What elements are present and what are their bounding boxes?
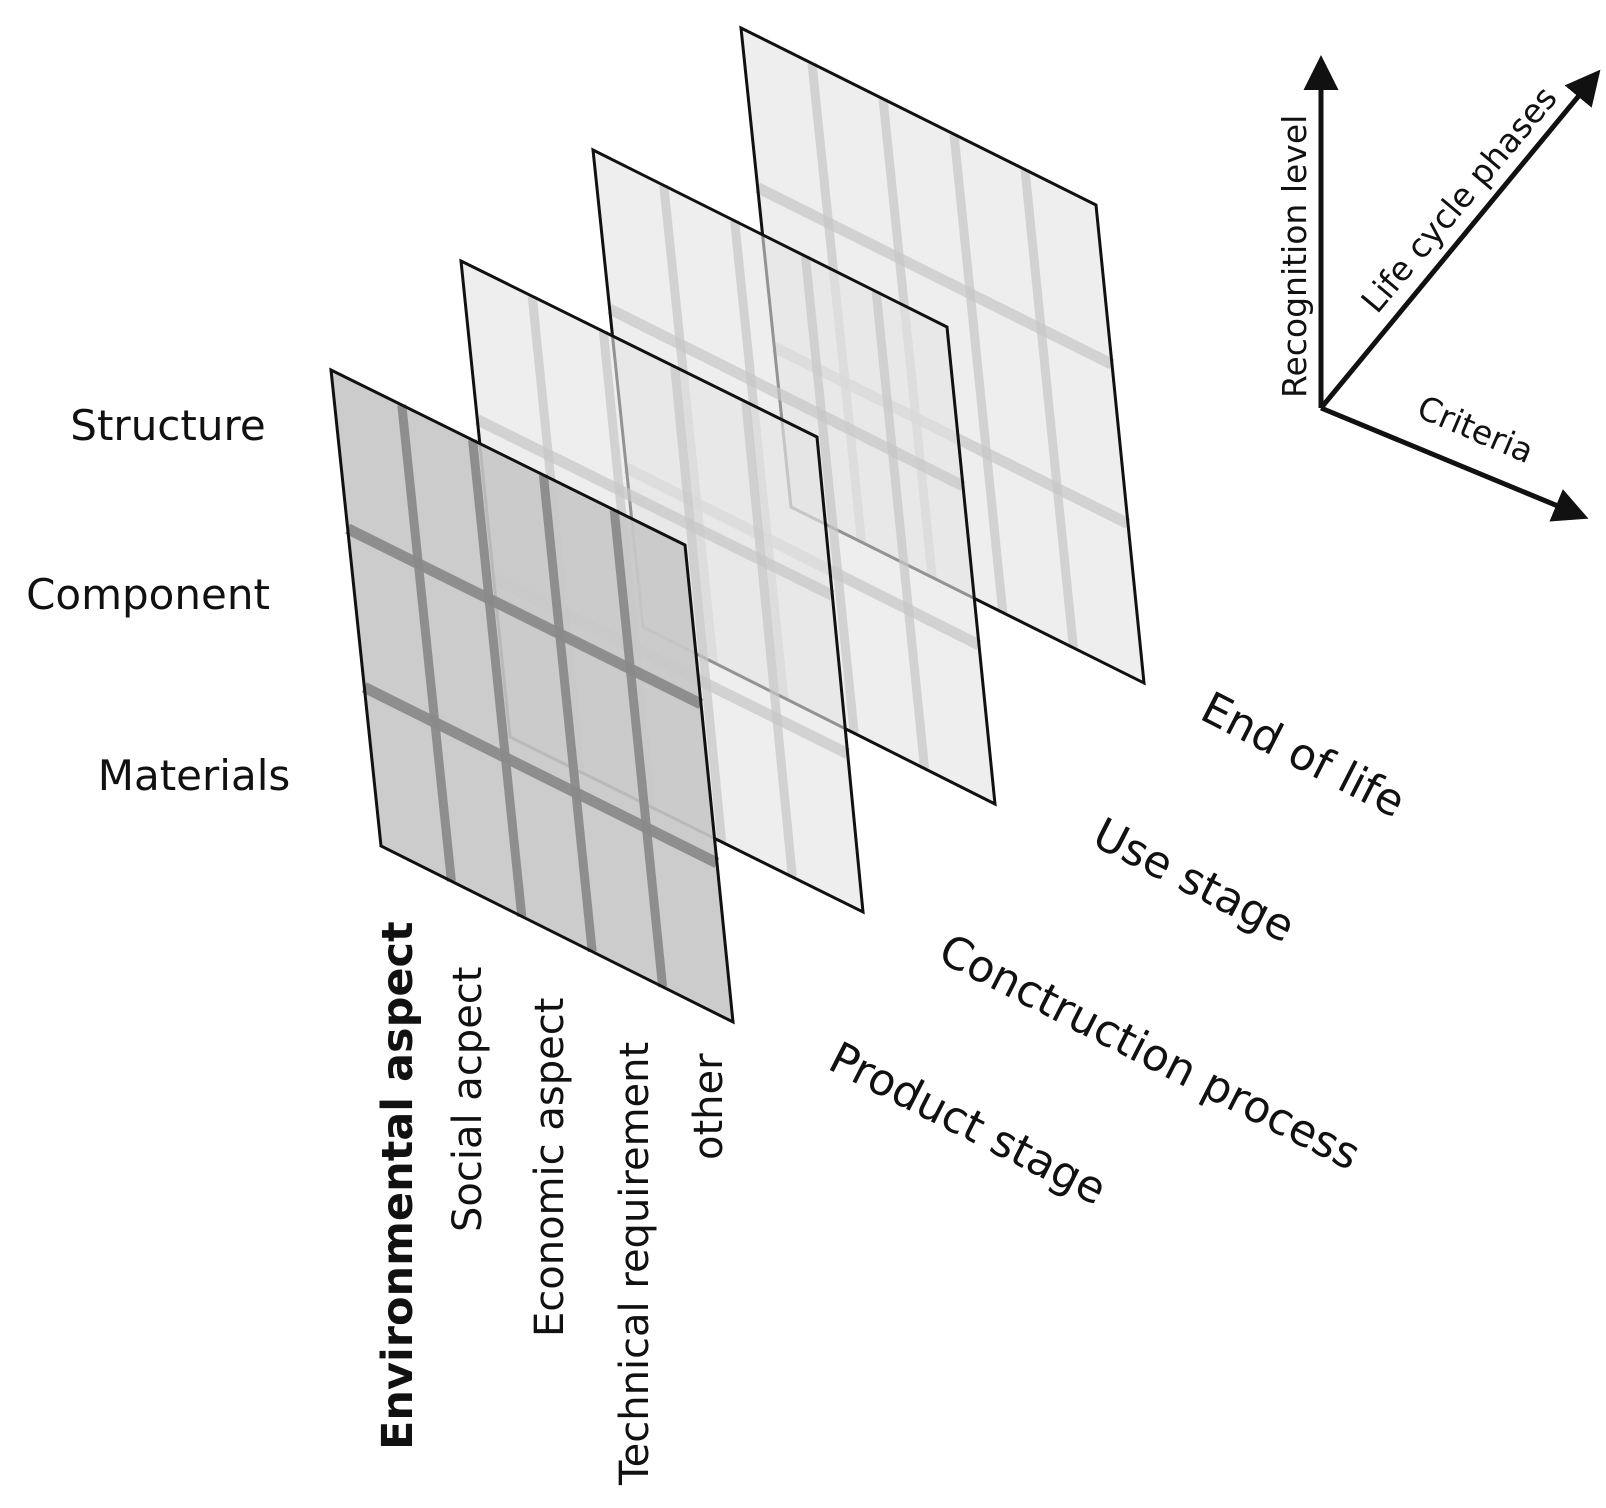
diagonal-axis-arrow bbox=[1319, 69, 1601, 410]
panel-grid-row-line bbox=[607, 304, 966, 491]
criteria-label-economic: Economic aspect bbox=[527, 998, 573, 1337]
panel-grid-row-line bbox=[755, 182, 1115, 370]
criteria-label-social: Social acpect bbox=[445, 967, 491, 1233]
panel-grid-row-line bbox=[345, 523, 704, 709]
phase-label-end-of-life: End of life bbox=[1193, 682, 1413, 828]
level-label-component: Component bbox=[26, 570, 270, 619]
panel-grid-column-line bbox=[800, 255, 859, 734]
panel-grid-column-line bbox=[538, 474, 597, 953]
panel-grid-column-line bbox=[397, 404, 456, 882]
level-label-materials: Materials bbox=[98, 751, 291, 800]
panel-grid-column-line bbox=[609, 509, 668, 988]
panel-grid-column-line bbox=[871, 291, 930, 770]
criteria-label-technical: Technical requirement bbox=[612, 1042, 658, 1486]
panel-grid-column-line bbox=[741, 401, 797, 878]
criteria-label-other: other bbox=[686, 1053, 732, 1160]
panel-grid-row-line bbox=[474, 414, 835, 601]
criteria-label-environmental: Environmental aspect bbox=[373, 921, 423, 1450]
panel-grid-column-line bbox=[1020, 169, 1078, 649]
phase-label-product-stage: Product stage bbox=[821, 1032, 1114, 1215]
panel-grid-column-line bbox=[468, 439, 527, 917]
horizontal-axis-arrow bbox=[1320, 405, 1589, 522]
panel-outline bbox=[329, 367, 735, 1025]
axis-label-criteria: Criteria bbox=[1412, 387, 1540, 471]
panel-grid-row-line bbox=[361, 682, 720, 868]
phase-label-use-stage: Use stage bbox=[1085, 808, 1303, 953]
panel-grid-column-line bbox=[670, 366, 727, 843]
panel-grid-column-line bbox=[949, 133, 1008, 614]
level-label-structure: Structure bbox=[70, 401, 265, 450]
axis-indicator: Recognition level Life cycle phases Crit… bbox=[1275, 55, 1601, 522]
panel-face bbox=[331, 370, 733, 1022]
axis-label-recognition-level: Recognition level bbox=[1275, 115, 1314, 398]
panel-product-stage bbox=[329, 367, 735, 1025]
axis-label-life-cycle-phases: Life cycle phases bbox=[1353, 79, 1564, 320]
